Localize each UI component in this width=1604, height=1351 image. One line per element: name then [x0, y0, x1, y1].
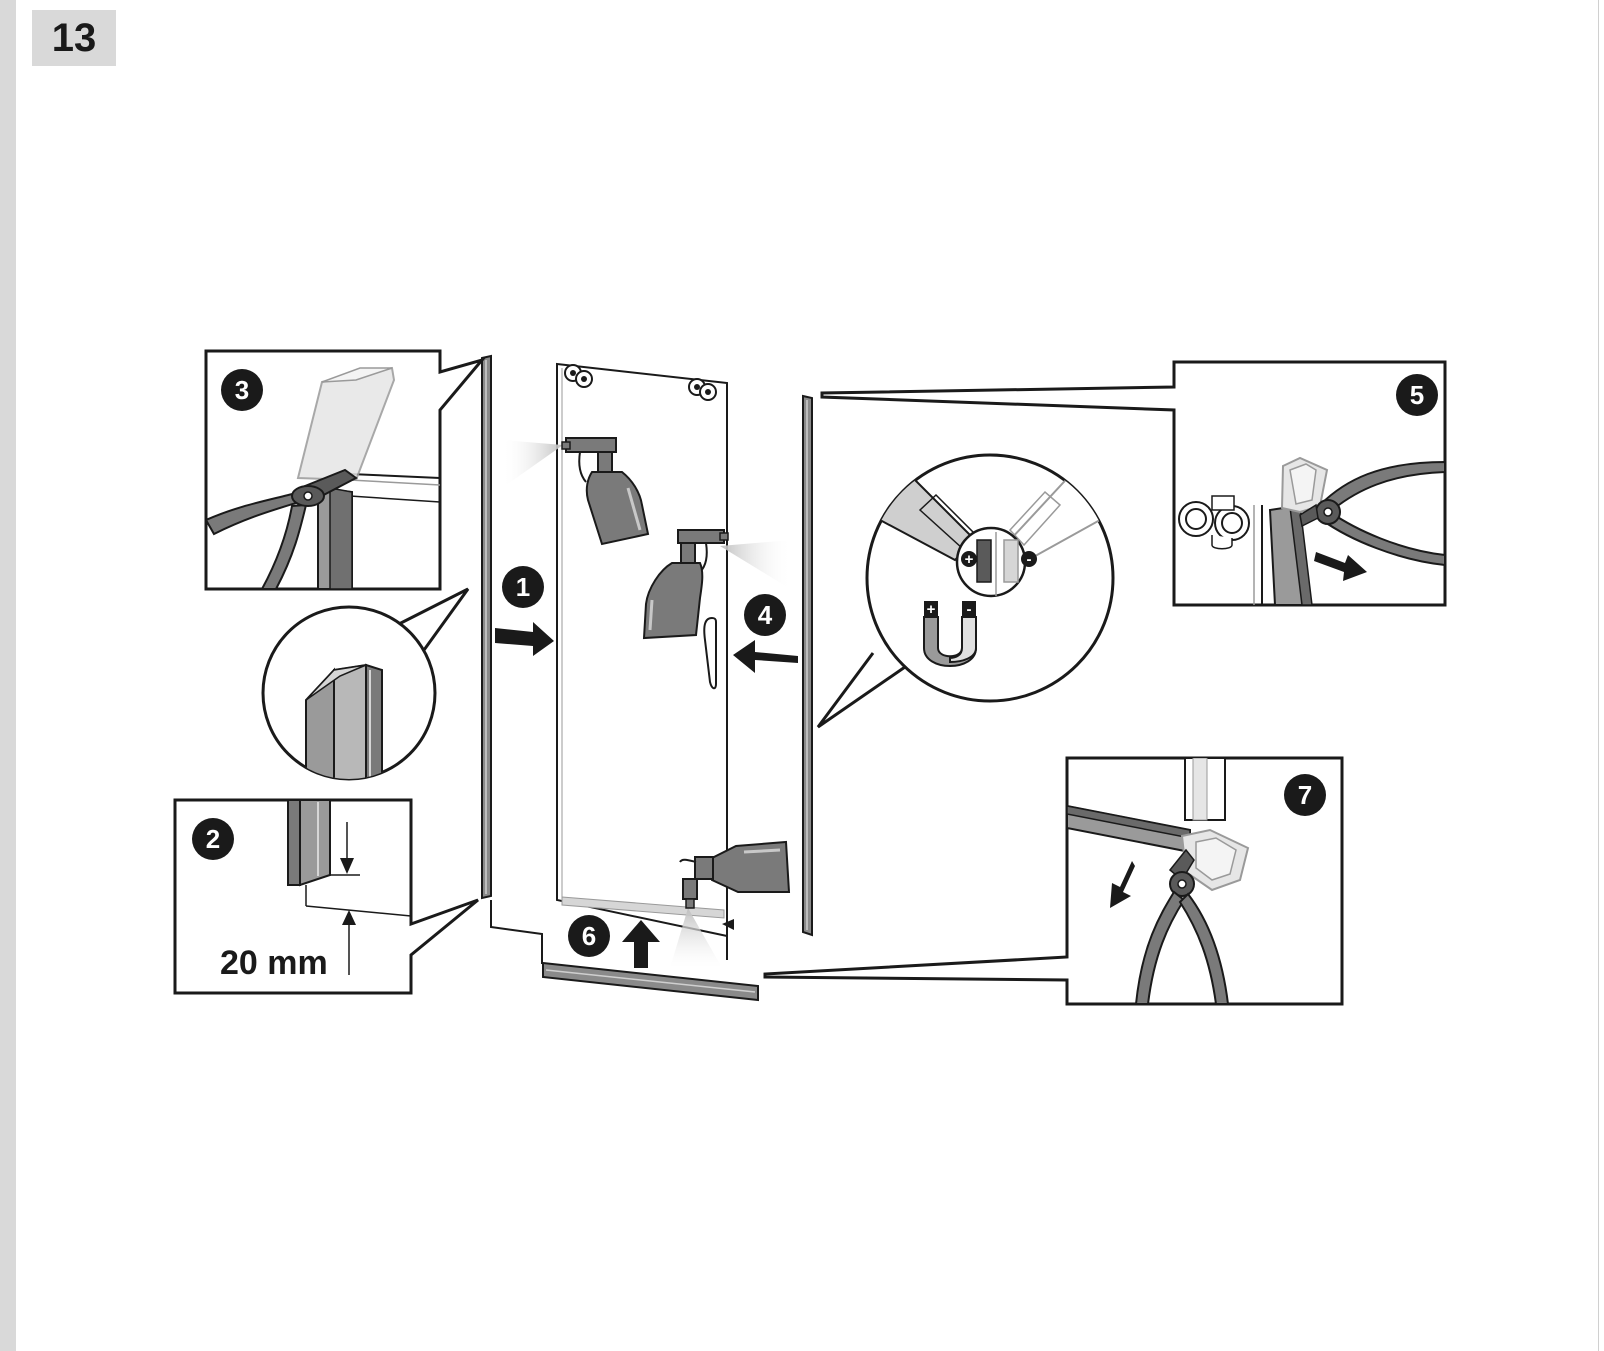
- arrow-up-step-6: [622, 920, 660, 968]
- detail-box-3: 3: [206, 351, 482, 589]
- svg-text:7: 7: [1298, 780, 1312, 810]
- svg-text:5: 5: [1410, 380, 1424, 410]
- detail-circle-magnet: + - + -: [818, 455, 1113, 727]
- svg-text:6: 6: [582, 921, 596, 951]
- detail-circle-profile: [263, 589, 468, 780]
- svg-text:-: -: [1027, 551, 1032, 568]
- arrow-right-step-1: [495, 622, 554, 656]
- svg-text:3: 3: [235, 375, 249, 405]
- arrow-left-step-4: [733, 640, 798, 673]
- callout-1: 1: [502, 566, 544, 608]
- right-seal-strip: [803, 396, 812, 935]
- svg-text:+: +: [965, 551, 974, 568]
- svg-text:-: -: [967, 601, 972, 618]
- detail-box-2: 20 mm 2: [175, 800, 478, 993]
- spray-mist-top-left: [502, 440, 563, 488]
- spray-mist-middle-right: [720, 540, 792, 590]
- svg-text:4: 4: [758, 600, 773, 630]
- bottom-seal-strip: [543, 963, 758, 1000]
- svg-text:1: 1: [516, 572, 530, 602]
- detail-box-7: 7: [765, 758, 1342, 1004]
- left-seal-strip: [482, 356, 491, 898]
- callout-6: 6: [568, 915, 610, 957]
- svg-text:+: +: [927, 601, 936, 618]
- svg-text:2: 2: [206, 824, 220, 854]
- callout-4: 4: [744, 594, 786, 636]
- dimension-label: 20 mm: [220, 944, 328, 982]
